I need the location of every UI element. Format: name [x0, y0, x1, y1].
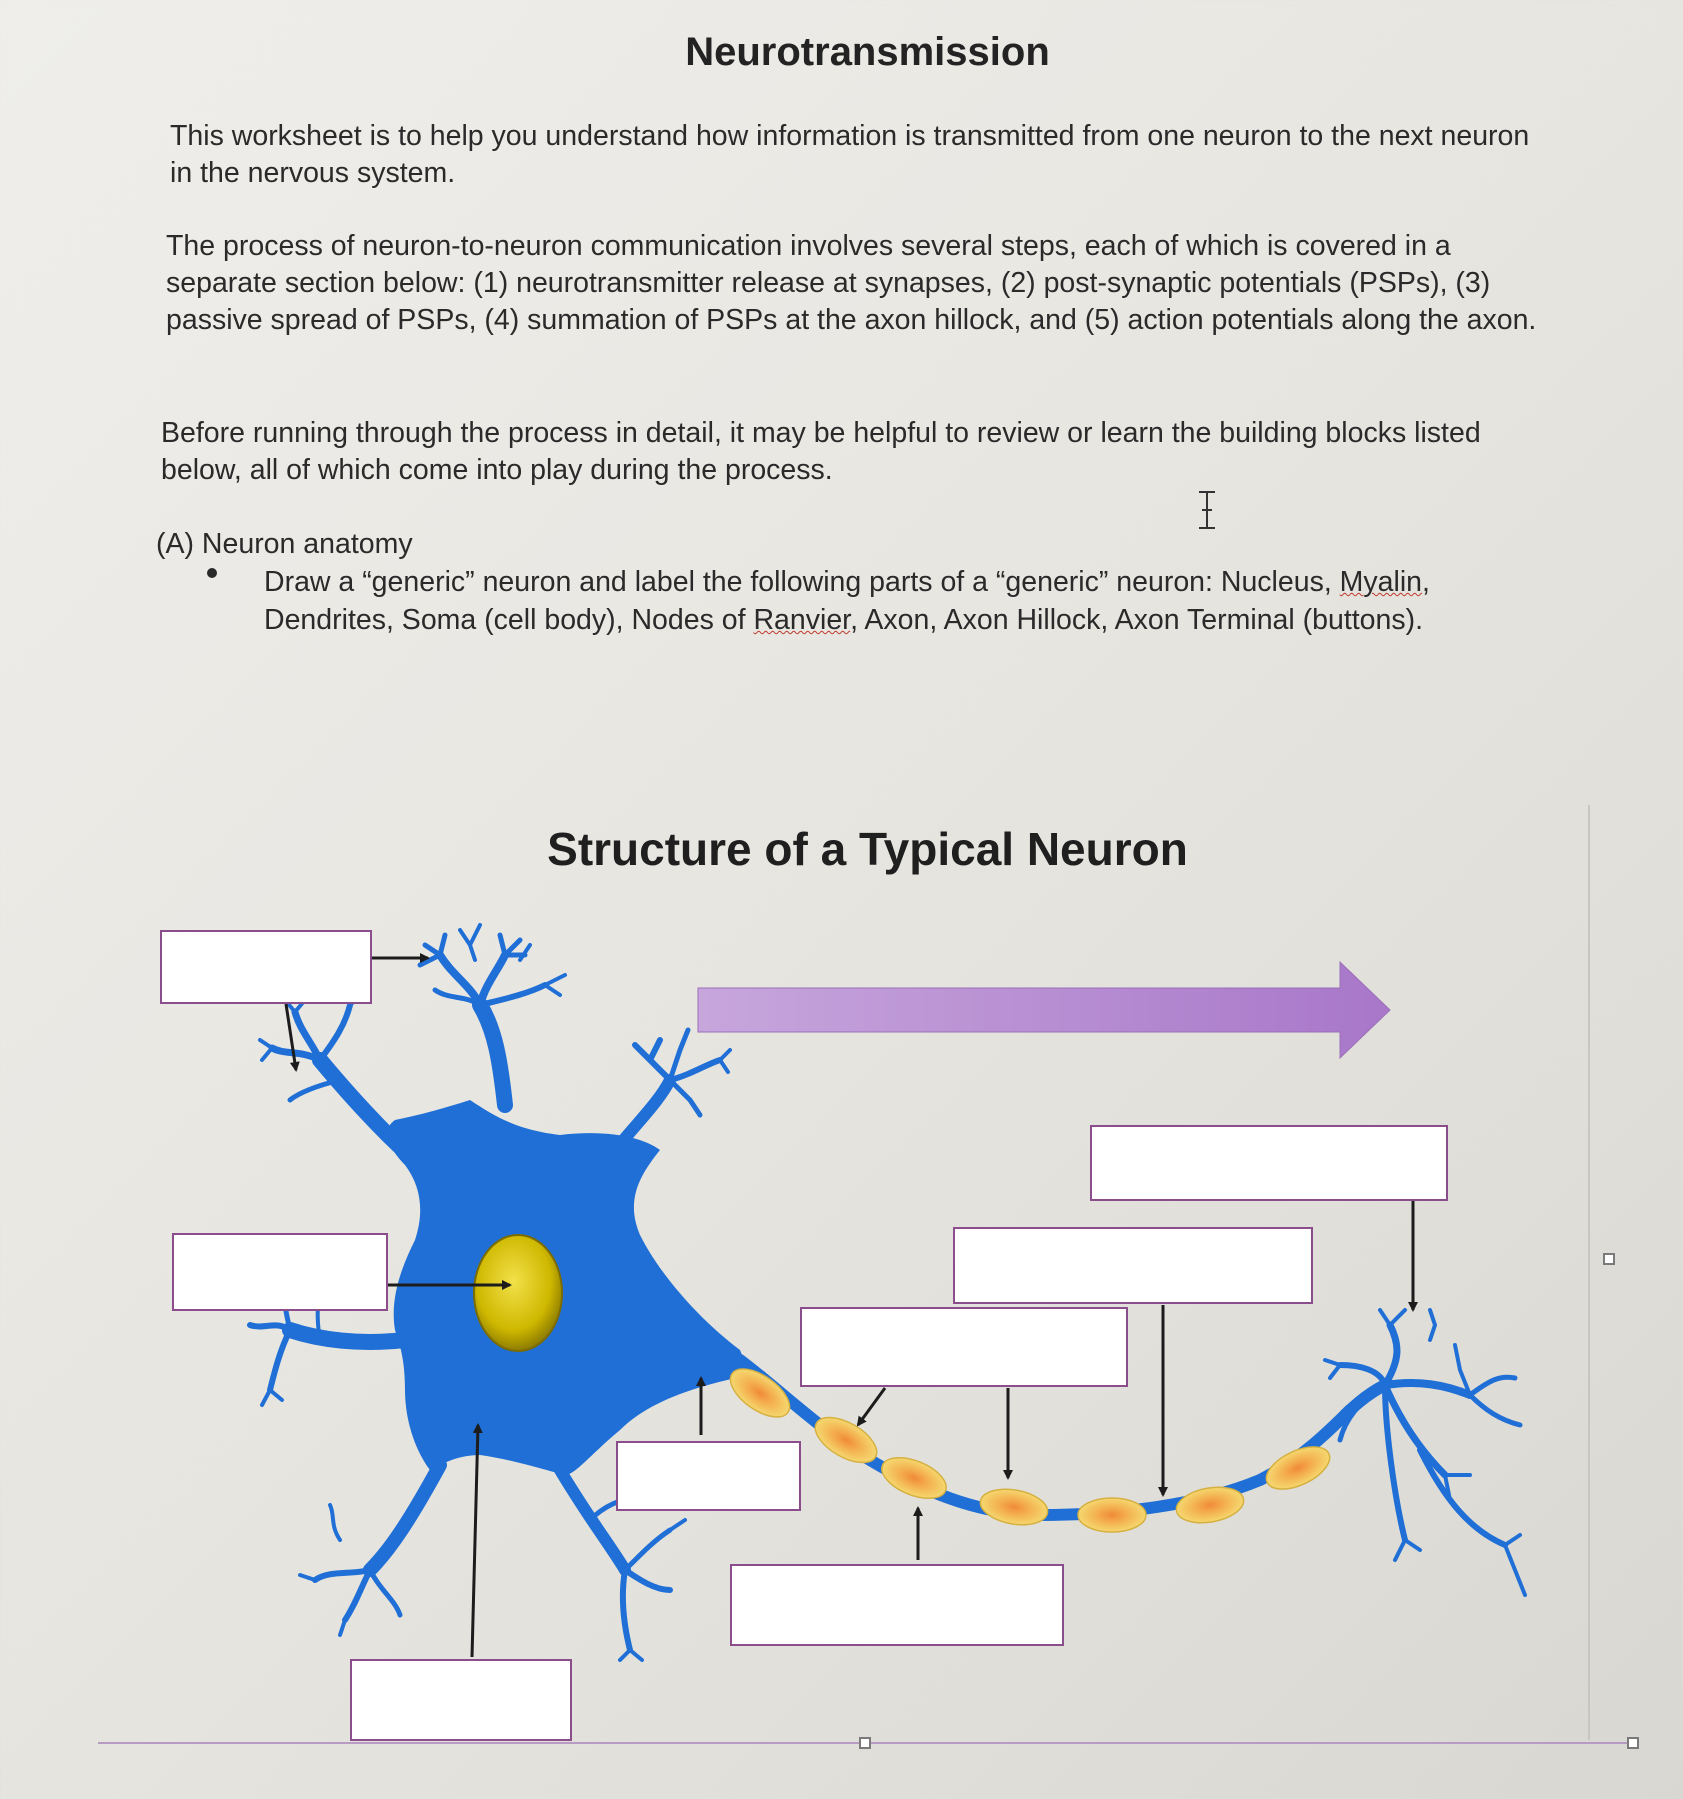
intro-paragraph: This worksheet is to help you understand… [170, 120, 1530, 189]
figure-title: Structure of a Typical Neuron [547, 823, 1188, 875]
text-cursor-icon [1196, 490, 1218, 535]
myelin-sheaths [729, 1368, 1331, 1533]
label-box[interactable] [160, 930, 372, 1004]
figure-frame-edge [1588, 805, 1590, 1740]
section-a-bullet: Draw a “generic” neuron and label the fo… [264, 563, 1554, 639]
misspelled-word[interactable]: Ranvier [753, 604, 851, 636]
bullet-text-part: , Axon, Axon Hillock, Axon Terminal (but… [850, 604, 1424, 636]
misspelled-word[interactable]: Myalin [1339, 566, 1423, 598]
resize-handle-icon[interactable] [1603, 1253, 1615, 1265]
label-box[interactable] [350, 1659, 572, 1741]
section-a-heading: (A) Neuron anatomy [156, 528, 413, 560]
bullet-text-part: Draw a “generic” neuron and label the fo… [264, 566, 1340, 598]
resize-handle-icon[interactable] [859, 1737, 871, 1749]
label-leader-arrows [284, 953, 1418, 1658]
document-title: Neurotransmission [685, 30, 1050, 74]
direction-arrow-icon [697, 960, 1391, 1060]
bullet-icon [207, 568, 217, 578]
label-box[interactable] [953, 1227, 1313, 1304]
process-paragraph: The process of neuron-to-neuron communic… [166, 230, 1537, 336]
axon-terminal [1323, 1308, 1527, 1597]
soma [387, 1100, 750, 1475]
label-box[interactable] [616, 1441, 801, 1511]
label-box[interactable] [730, 1564, 1064, 1646]
bullet-text-part: , Dendrites, Soma (cell body), Nodes of [264, 566, 1430, 636]
label-box[interactable] [172, 1233, 388, 1311]
label-box[interactable] [800, 1307, 1128, 1387]
nucleus [473, 1234, 563, 1352]
review-paragraph: Before running through the process in de… [161, 417, 1481, 486]
label-box[interactable] [1090, 1125, 1448, 1201]
resize-handle-icon[interactable] [1627, 1737, 1639, 1749]
